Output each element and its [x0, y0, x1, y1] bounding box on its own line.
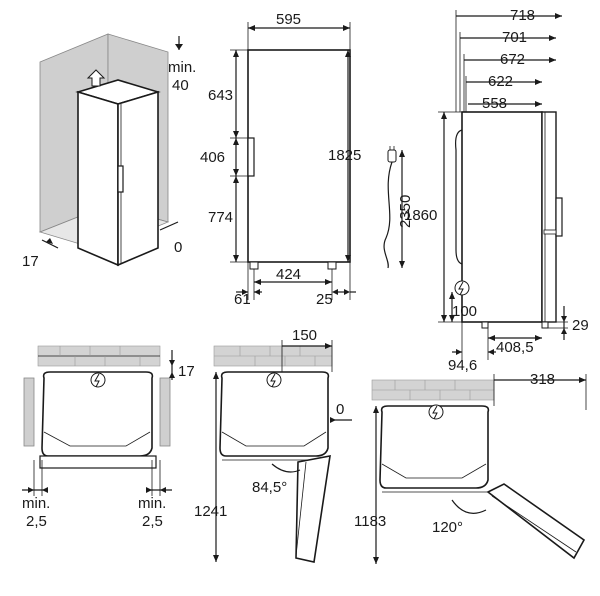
plan1-right-side-wall	[159, 377, 171, 447]
foot-left-label: 61	[234, 291, 251, 308]
power-cable	[383, 161, 393, 269]
plan1-right-min: min.	[138, 495, 166, 512]
front-view: 595 643 406 774 1825 424 61	[200, 11, 361, 308]
electric-symbol-icon	[90, 372, 106, 388]
plan2-angle-label: 84,5°	[252, 479, 287, 496]
foot-offset-label: 94,6	[448, 357, 477, 374]
plan2-offset-label: 150	[292, 327, 317, 344]
plan3-angle-label: 120°	[432, 519, 463, 536]
min-top-label: min.	[168, 59, 196, 76]
lower-hinge-label: 774	[208, 209, 233, 226]
side-height-label: 1860	[404, 207, 437, 224]
right-gap-label: 0	[174, 239, 182, 256]
arrow-up-icon	[86, 69, 106, 87]
plan2-gap-label: 0	[336, 401, 344, 418]
plan1-left-value: 2,5	[26, 513, 47, 530]
foot-depth-label: 408,5	[496, 339, 534, 356]
plan1-door	[39, 455, 157, 469]
height-label: 1825	[328, 147, 361, 164]
front-right-foot	[327, 261, 337, 270]
plan1-top-label: 17	[178, 363, 195, 380]
socket-height-label: 100	[452, 303, 477, 320]
electric-symbol-icon	[428, 404, 444, 420]
electric-symbol-icon	[266, 372, 282, 388]
electric-symbol-icon	[454, 280, 470, 296]
side-handle	[555, 197, 563, 237]
side-view: 718 701 672 622 558 1860	[404, 7, 589, 374]
width-label: 595	[276, 11, 301, 28]
plan2-open-door	[295, 455, 331, 563]
plan3-open-door	[486, 483, 586, 560]
left-gap-label: 17	[22, 253, 39, 270]
handle-label: 406	[200, 149, 225, 166]
plan2-depth-label: 1241	[194, 503, 227, 520]
depth-701-label: 701	[502, 29, 527, 46]
plan1-fridge	[41, 371, 154, 457]
plug-icon	[387, 146, 397, 163]
side-door	[541, 111, 557, 323]
niche-view: min. 40 17 0	[22, 33, 196, 270]
side-compressor-back	[455, 129, 463, 265]
plan1-right-value: 2,5	[142, 513, 163, 530]
side-cabinet	[461, 111, 543, 323]
plan3-depth-label: 1183	[354, 513, 386, 530]
plan2-fridge	[219, 371, 330, 457]
foot-right-label: 25	[316, 291, 333, 308]
cable-length-label: 2350	[397, 195, 414, 228]
front-cabinet	[247, 49, 351, 263]
plan-view-2: 150 0 84,5° 1241	[194, 327, 352, 563]
plan-view-1: 17 min. 2,5 min. 2,5	[22, 345, 195, 530]
plan3-fridge	[379, 405, 490, 489]
upper-hinge-label: 643	[208, 87, 233, 104]
min-top-value: 40	[172, 77, 189, 94]
fridge-handle	[117, 165, 124, 193]
plan-view-3: 318 120° 1183	[354, 371, 587, 564]
plan1-left-side-wall	[23, 377, 35, 447]
front-left-foot	[249, 261, 259, 270]
cable-view: 2350	[383, 146, 414, 269]
plan3-offset-label: 318	[530, 371, 555, 388]
fridge-side	[77, 90, 119, 267]
depth-dimensions: 718 701 672 622 558	[455, 7, 562, 112]
fridge-front	[117, 90, 159, 267]
depth-718-label: 718	[510, 7, 535, 24]
foot-span-label: 424	[276, 266, 301, 283]
depth-622-label: 622	[488, 73, 513, 90]
foot-height-label: 29	[572, 317, 589, 334]
plan1-left-min: min.	[22, 495, 50, 512]
depth-558-label: 558	[482, 95, 507, 112]
depth-672-label: 672	[500, 51, 525, 68]
front-handle	[247, 137, 255, 177]
